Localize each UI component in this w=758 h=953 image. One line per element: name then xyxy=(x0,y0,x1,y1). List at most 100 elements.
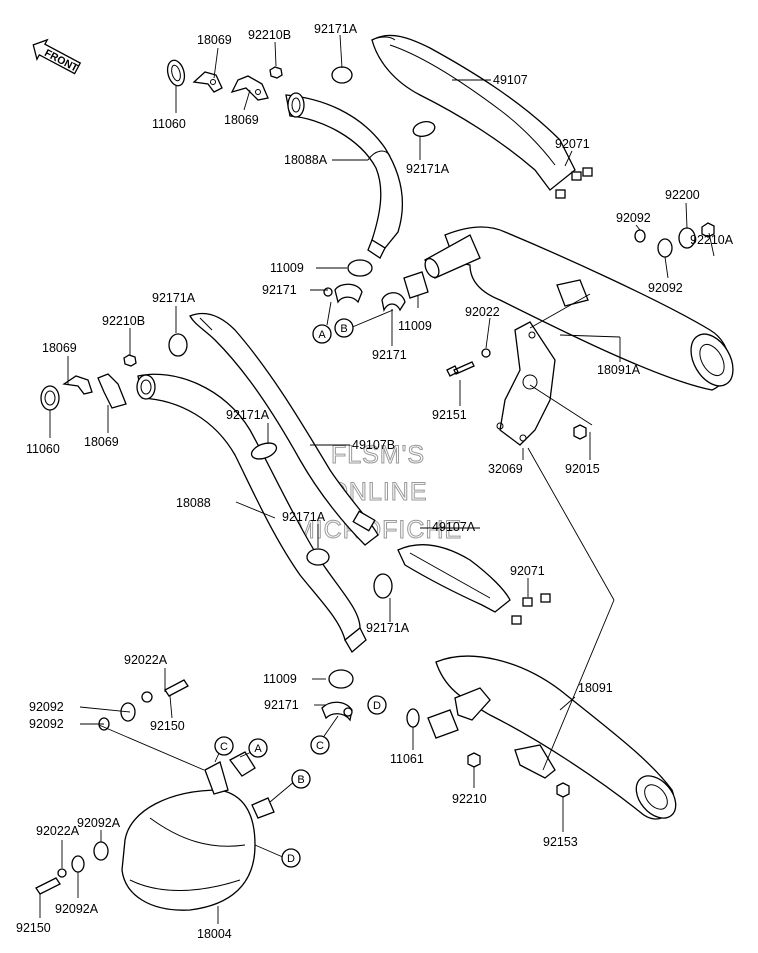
label-92171A-e: 92171A xyxy=(366,621,410,635)
label-11009-top: 11009 xyxy=(270,261,304,275)
svg-text:C: C xyxy=(316,740,324,752)
gasket-11009-right xyxy=(403,271,429,299)
label-92171A-c: 92171A xyxy=(226,408,270,422)
label-92200: 92200 xyxy=(665,188,700,202)
svg-text:A: A xyxy=(318,329,326,341)
bolt-92150-bottom xyxy=(35,877,61,895)
washer-92022 xyxy=(481,348,491,358)
clamp-92171A-mid xyxy=(412,121,436,137)
front-direction-arrow: FRONT xyxy=(32,38,82,75)
label-92171A-d: 92171A xyxy=(282,510,326,524)
clamp-92171A-d xyxy=(306,548,330,566)
clamp-92171-right xyxy=(381,292,406,312)
label-18091A: 18091A xyxy=(597,363,641,377)
label-92071-mid: 92071 xyxy=(510,564,545,578)
gasket-11060-top xyxy=(166,59,186,87)
label-92171-left: 92171 xyxy=(262,283,297,297)
label-11009-bottom: 11009 xyxy=(263,672,297,686)
gasket-11009-bottom xyxy=(328,669,354,689)
label-18069-top-2: 18069 xyxy=(224,113,259,127)
label-49107: 49107 xyxy=(493,73,528,87)
label-18004: 18004 xyxy=(197,927,232,941)
label-18088: 18088 xyxy=(176,496,211,510)
front-label: FRONT xyxy=(42,47,80,75)
gasket-11061 xyxy=(406,708,420,728)
watermark-line-3: MICROFICHE xyxy=(294,516,462,544)
heat-guard-49107 xyxy=(371,34,576,191)
label-92092-left-1: 92092 xyxy=(29,700,64,714)
callout-d-2: D xyxy=(281,848,301,868)
bracket-18091 xyxy=(514,744,556,779)
label-92171A-top: 92171A xyxy=(314,22,358,36)
bolt-92150-top xyxy=(164,679,189,697)
label-92092-right-1: 92092 xyxy=(616,211,651,225)
grommet-92092A-top xyxy=(93,841,109,861)
label-49107A: 49107A xyxy=(432,520,476,534)
label-18091: 18091 xyxy=(578,681,613,695)
svg-text:B: B xyxy=(340,323,347,335)
flange-18069-left-b xyxy=(97,373,127,409)
nut-92210A xyxy=(701,222,715,238)
svg-text:B: B xyxy=(297,774,304,786)
flange-18069-top-b xyxy=(230,75,269,101)
bracket-32069 xyxy=(499,321,556,446)
callout-d-1: D xyxy=(367,695,387,715)
callout-c-1: C xyxy=(310,735,330,755)
label-18069-top-1: 18069 xyxy=(197,33,232,47)
label-11061: 11061 xyxy=(390,752,424,766)
label-49107B: 49107B xyxy=(352,438,395,452)
clamp-92171A-c xyxy=(250,442,278,460)
callout-c-2: C xyxy=(214,736,234,756)
clamp-92171A-left xyxy=(168,333,188,357)
label-92171A-left: 92171A xyxy=(152,291,196,305)
grommet-92092-right-a xyxy=(634,229,646,243)
label-92015: 92015 xyxy=(565,462,600,476)
label-11060-left: 11060 xyxy=(26,442,60,456)
clamp-92171-bottom xyxy=(321,701,353,722)
washer-92022A-top xyxy=(141,691,153,703)
label-92092A-bottom: 92092A xyxy=(55,902,99,916)
label-92171A-mid: 92171A xyxy=(406,162,450,176)
label-92210: 92210 xyxy=(452,792,487,806)
svg-text:D: D xyxy=(287,853,295,865)
label-92210B-left: 92210B xyxy=(102,314,145,328)
label-18069-left-2: 18069 xyxy=(84,435,119,449)
nut-92210 xyxy=(467,752,481,768)
label-18088A: 18088A xyxy=(284,153,328,167)
label-92022A-bottom: 92022A xyxy=(36,824,80,838)
label-92022A-top: 92022A xyxy=(124,653,168,667)
label-18069-left-1: 18069 xyxy=(42,341,77,355)
nut-92210B-left xyxy=(123,354,137,367)
bolt-92153 xyxy=(556,782,570,798)
label-92151: 92151 xyxy=(432,408,467,422)
leader-lines xyxy=(39,34,715,924)
damper-92071-top-a xyxy=(571,171,582,181)
callout-b-2: B xyxy=(291,769,311,789)
muffler-body-18004 xyxy=(121,789,256,911)
label-11060-top: 11060 xyxy=(152,117,186,131)
svg-text:C: C xyxy=(220,741,228,753)
flange-18069-top-a xyxy=(192,71,223,93)
label-92092-left-2: 92092 xyxy=(29,717,64,731)
label-92150-top: 92150 xyxy=(150,719,185,733)
heat-guard-49107A xyxy=(397,544,511,613)
gasket-11009-top xyxy=(347,259,373,277)
label-92210A: 92210A xyxy=(690,233,734,247)
label-92150-bottom: 92150 xyxy=(16,921,51,935)
label-92092-right-2: 92092 xyxy=(648,281,683,295)
svg-text:A: A xyxy=(254,743,262,755)
clamp-92171A-e xyxy=(373,573,393,599)
clamp-92171-left xyxy=(334,283,363,304)
washer-92022A-bottom xyxy=(57,868,67,878)
label-92171-right: 92171 xyxy=(372,348,407,362)
callout-b-1: B xyxy=(334,318,354,338)
grommet-92092A-bottom xyxy=(71,855,85,873)
heat-guard-49107B xyxy=(189,312,379,546)
label-92210B-top: 92210B xyxy=(248,28,291,42)
part-labels: 11060 18069 92210B 92171A 49107 18069 18… xyxy=(16,22,734,941)
gasket-11060-left xyxy=(40,385,60,411)
label-92153: 92153 xyxy=(543,835,578,849)
bolt-92151 xyxy=(446,361,475,377)
grommet-92092-right-b xyxy=(657,238,673,258)
callout-a-1: A xyxy=(312,324,332,344)
